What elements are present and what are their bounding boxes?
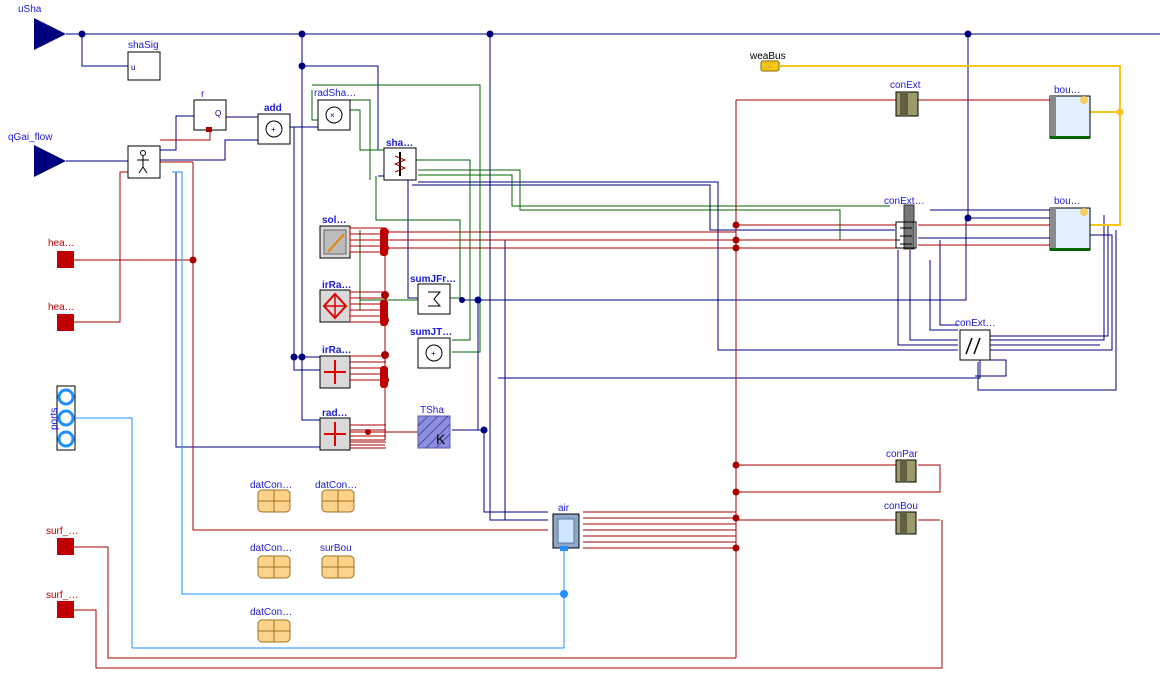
block-conext-mid[interactable]: conExt…: [884, 196, 925, 245]
block-radsha-label: radSha…: [314, 88, 356, 99]
record-datcon3[interactable]: datCon…: [250, 543, 292, 579]
block-conext-low-label: conExt…: [955, 318, 996, 329]
heat-port-surf1-label: surf_…: [46, 526, 78, 537]
block-conpar[interactable]: conPar: [886, 449, 918, 483]
block-conext-low[interactable]: conExt…: [955, 318, 996, 361]
block-occupancy[interactable]: [127, 145, 161, 179]
block-radsha[interactable]: × radSha…: [314, 88, 356, 131]
block-conext-top-label: conExt: [890, 80, 921, 91]
block-bou-top-label: bou…: [1054, 85, 1081, 96]
block-irra1-label: irRa…: [322, 280, 351, 291]
fluid-ports[interactable]: ports: [49, 385, 76, 451]
svg-text:+: +: [431, 349, 436, 358]
heat-port-surf2-label: surf_…: [46, 590, 78, 601]
record-datcon1[interactable]: datCon…: [250, 480, 292, 513]
fluid-ports-label: ports: [49, 408, 60, 430]
block-rad-label: rad…: [322, 408, 348, 419]
heat-connections: [66, 99, 1050, 669]
input-qgai-flow-label: qGai_flow: [8, 132, 53, 143]
block-add-label: add: [264, 103, 282, 114]
block-conbou-label: conBou: [884, 501, 918, 512]
record-datcon3-label: datCon…: [250, 543, 292, 554]
block-sumjfr[interactable]: sumJFr…: [410, 274, 456, 315]
block-rad[interactable]: rad…: [319, 408, 351, 451]
block-r-label: r: [201, 89, 205, 100]
weather-bus[interactable]: ··· weaBus: [749, 51, 786, 72]
block-r[interactable]: r Q: [193, 89, 227, 132]
block-sol[interactable]: sol…: [319, 215, 351, 259]
input-usha[interactable]: uSha: [18, 4, 66, 50]
block-add[interactable]: + add: [257, 103, 291, 145]
weather-connections: [780, 65, 1121, 226]
block-tsha[interactable]: TSha K: [417, 405, 451, 449]
block-tsha-unit: K: [436, 431, 446, 447]
radiation-connections: [311, 84, 890, 353]
heat-port-surf2[interactable]: surf_…: [46, 590, 78, 618]
input-qgai-flow[interactable]: qGai_flow: [8, 132, 66, 177]
svg-text:···: ···: [765, 64, 772, 71]
block-tsha-label: TSha: [420, 405, 444, 416]
block-conpar-label: conPar: [886, 449, 918, 460]
block-conbou[interactable]: conBou: [884, 501, 918, 535]
heat-port-hea2-label: hea…: [48, 302, 75, 313]
block-bou-top[interactable]: bou…: [1049, 85, 1091, 139]
record-datcon1-label: datCon…: [250, 480, 292, 491]
block-shasig-label: shaSig: [128, 40, 159, 51]
record-datcon2[interactable]: datCon…: [315, 480, 357, 513]
record-datcon2-label: datCon…: [315, 480, 357, 491]
record-surbou[interactable]: surBou: [320, 543, 355, 579]
record-datcon4-label: datCon…: [250, 607, 292, 618]
heat-port-surf1[interactable]: surf_…: [46, 526, 78, 555]
block-conext-top[interactable]: conExt: [890, 80, 921, 117]
record-surbou-label: surBou: [320, 543, 352, 554]
heat-port-hea2[interactable]: hea…: [48, 302, 75, 331]
input-usha-label: uSha: [18, 4, 42, 15]
block-irra1[interactable]: irRa…: [319, 280, 351, 323]
block-irra2[interactable]: irRa…: [319, 345, 351, 389]
block-irra2-label: irRa…: [322, 345, 351, 356]
block-sol-label: sol…: [322, 215, 346, 226]
block-sumjt-label: sumJT…: [410, 327, 452, 338]
block-sumjfr-label: sumJFr…: [410, 274, 456, 285]
block-sha[interactable]: sha…: [383, 138, 417, 181]
block-shasig[interactable]: shaSig u: [127, 40, 161, 81]
block-conext-mid-label: conExt…: [884, 196, 925, 207]
heat-port-hea1[interactable]: hea…: [48, 238, 75, 268]
heat-port-hea1-label: hea…: [48, 238, 75, 249]
fluid-connections: [76, 171, 565, 649]
svg-text:+: +: [271, 125, 276, 134]
signal-connections: [66, 33, 1160, 521]
heat-connector-stacks: [349, 204, 917, 449]
block-sha-label: sha…: [386, 138, 413, 149]
block-shasig-port: u: [131, 63, 135, 72]
block-bou-mid[interactable]: bou…: [1049, 196, 1091, 251]
svg-text:×: ×: [330, 111, 335, 120]
block-bou-mid-label: bou…: [1054, 196, 1081, 207]
weather-bus-label: weaBus: [749, 51, 786, 62]
junction-dots: [78, 30, 1124, 598]
block-r-port: Q: [215, 109, 221, 118]
block-air[interactable]: air: [552, 503, 580, 551]
record-datcon4[interactable]: datCon…: [250, 607, 292, 643]
block-sumjt[interactable]: + sumJT…: [410, 327, 452, 369]
block-air-label: air: [558, 503, 570, 514]
